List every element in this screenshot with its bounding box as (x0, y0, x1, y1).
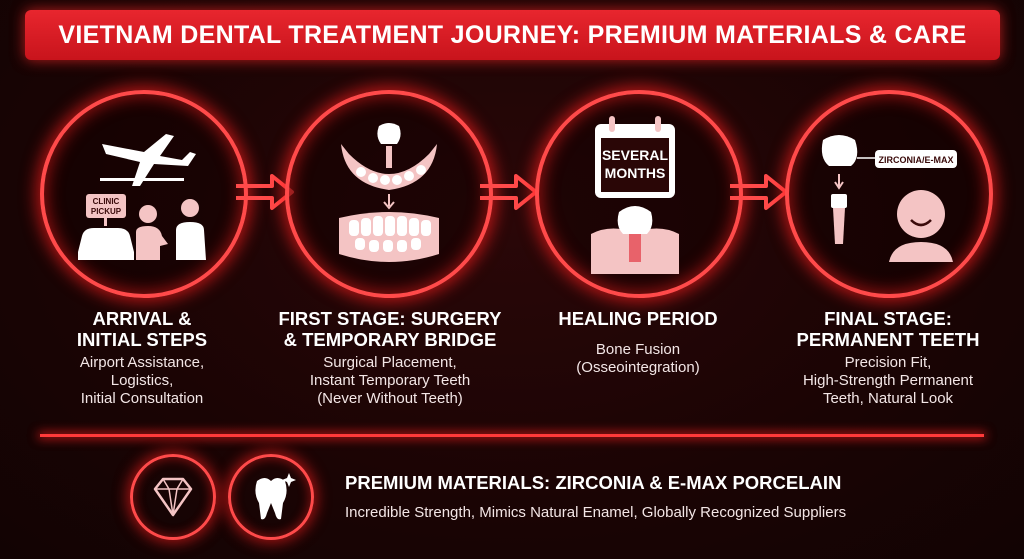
page-title: VIETNAM DENTAL TREATMENT JOURNEY: PREMIU… (58, 20, 967, 49)
implant-denture-icon (339, 123, 439, 262)
step-title: FIRST STAGE: SURGERY& TEMPORARY BRIDGE (278, 308, 502, 350)
step-4-circle: ZIRCONIA/E-MAX (785, 90, 993, 298)
step-2-circle (285, 90, 493, 298)
crown-smiling-person-icon: ZIRCONIA/E-MAX (821, 135, 957, 262)
sparkling-tooth-icon (255, 473, 296, 520)
svg-text:MONTHS: MONTHS (605, 165, 666, 181)
tooth-badge (228, 454, 314, 540)
step-4-text: FINAL STAGE:PERMANENT TEETH Precision Fi… (768, 308, 1008, 408)
calendar-implant-icon: SEVERAL MONTHS (591, 116, 679, 274)
step-title: HEALING PERIOD (558, 308, 718, 329)
airplane-car-handshake-icon: CLINIC PICKUP (78, 134, 206, 260)
materials-title: PREMIUM MATERIALS: ZIRCONIA & E-MAX PORC… (345, 472, 842, 493)
step-title: ARRIVAL &INITIAL STEPS (76, 308, 208, 350)
svg-text:SEVERAL: SEVERAL (602, 147, 669, 163)
step-3-circle: SEVERAL MONTHS (535, 90, 743, 298)
step-description: Bone Fusion(Osseointegration) (576, 341, 700, 376)
step-title: FINAL STAGE:PERMANENT TEETH (796, 308, 980, 350)
arrow-right-icon (480, 174, 538, 210)
materials-description: Incredible Strength, Mimics Natural Enam… (345, 504, 847, 521)
step-description: Surgical Placement,Instant Temporary Tee… (309, 354, 471, 407)
step-2-text: FIRST STAGE: SURGERY& TEMPORARY BRIDGE S… (260, 308, 520, 408)
svg-text:ZIRCONIA/E-MAX: ZIRCONIA/E-MAX (879, 155, 954, 165)
materials-section: PREMIUM MATERIALS: ZIRCONIA & E-MAX PORC… (345, 472, 846, 521)
step-1-text: ARRIVAL &INITIAL STEPS Airport Assistanc… (22, 308, 262, 408)
arrow-right-icon (730, 174, 788, 210)
title-banner: VIETNAM DENTAL TREATMENT JOURNEY: PREMIU… (25, 10, 1000, 60)
divider (40, 434, 984, 437)
step-description: Airport Assistance,Logistics,Initial Con… (79, 354, 205, 407)
svg-text:CLINIC: CLINIC (93, 197, 120, 206)
step-1-circle: CLINIC PICKUP (40, 90, 248, 298)
diamond-icon (153, 477, 193, 517)
svg-text:PICKUP: PICKUP (91, 207, 122, 216)
step-3-text: HEALING PERIOD Bone Fusion(Osseointegrat… (518, 308, 758, 377)
diamond-badge (130, 454, 216, 540)
